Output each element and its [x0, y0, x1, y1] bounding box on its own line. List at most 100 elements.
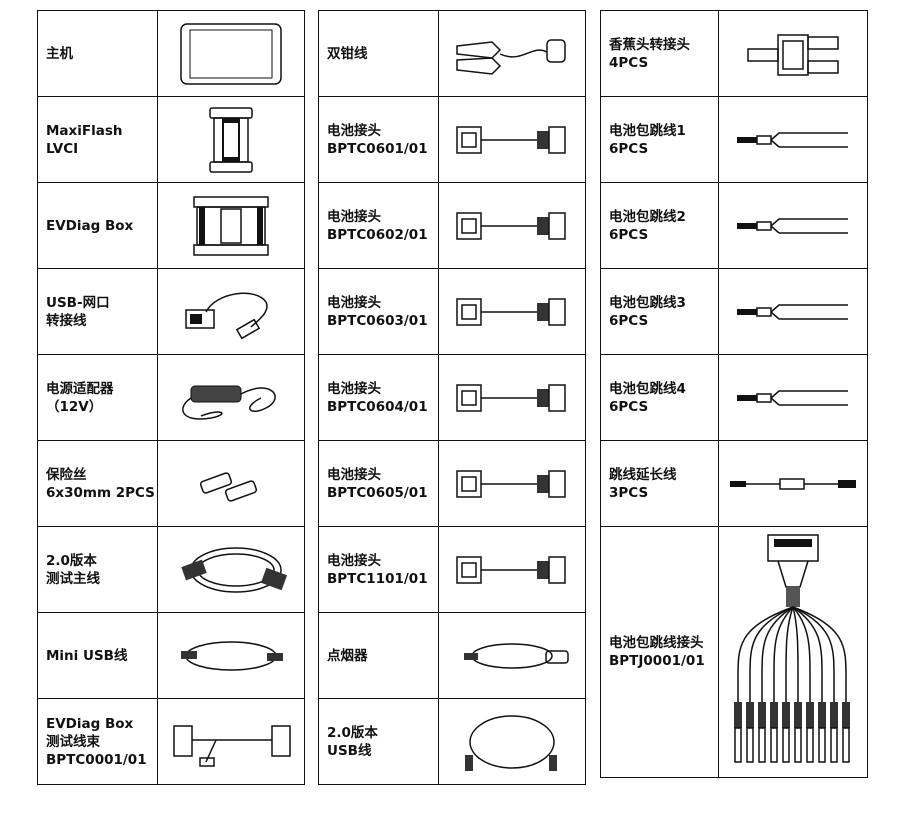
- item-label: 跳线延长线 3PCS: [600, 440, 719, 527]
- item-label: MaxiFlash LVCI: [37, 96, 158, 183]
- list-item: 电池包跳线1 6PCS: [600, 96, 868, 183]
- item-image: [438, 698, 586, 785]
- item-label: 香蕉头转接头 4PCS: [600, 10, 719, 97]
- jumper-wire-icon: [719, 297, 867, 327]
- banana-adapter-icon: [719, 29, 867, 79]
- item-label: 2.0版本 测试主线: [37, 526, 158, 613]
- list-item: 电池包跳线2 6PCS: [600, 182, 868, 269]
- usb-ethernet-adapter-icon: [158, 282, 304, 342]
- item-image: [157, 526, 305, 613]
- item-image: [438, 96, 586, 183]
- item-image: [438, 10, 586, 97]
- item-image: [438, 268, 586, 355]
- battery-connector-icon: [439, 115, 585, 165]
- tablet-icon: [158, 19, 304, 89]
- item-label: Mini USB线: [37, 612, 158, 699]
- item-image: [718, 268, 868, 355]
- obd-cable-icon: [158, 535, 304, 605]
- list-item: 跳线延长线 3PCS: [600, 440, 868, 527]
- list-item: 双钳线: [318, 10, 586, 97]
- item-label: 双钳线: [318, 10, 439, 97]
- battery-connector-icon: [439, 287, 585, 337]
- list-item: 点烟器: [318, 612, 586, 699]
- battery-connector-icon: [439, 545, 585, 595]
- list-item: 电池接头 BPTC0605/01: [318, 440, 586, 527]
- item-label: 电池包跳线接头 BPTJ0001/01: [600, 526, 719, 778]
- item-image: [438, 182, 586, 269]
- item-image: [157, 698, 305, 785]
- item-image: [157, 612, 305, 699]
- item-image: [157, 182, 305, 269]
- list-item: 电源适配器 （12V）: [37, 354, 305, 441]
- item-image: [718, 354, 868, 441]
- item-label: 电池接头 BPTC0604/01: [318, 354, 439, 441]
- item-label: 电池接头 BPTC0605/01: [318, 440, 439, 527]
- item-image: [157, 10, 305, 97]
- item-image: [157, 96, 305, 183]
- item-image: [438, 354, 586, 441]
- fuse-icon: [158, 459, 304, 509]
- item-label: 主机: [37, 10, 158, 97]
- lvci-device-icon: [158, 105, 304, 175]
- list-item: 电池接头 BPTC0601/01: [318, 96, 586, 183]
- item-image: [718, 440, 868, 527]
- item-image: [438, 526, 586, 613]
- item-label: 电池包跳线2 6PCS: [600, 182, 719, 269]
- battery-connector-icon: [439, 373, 585, 423]
- list-item: EVDiag Box 测试线束 BPTC0001/01: [37, 698, 305, 785]
- list-item: 电池包跳线接头 BPTJ0001/01: [600, 526, 868, 778]
- mini-usb-cable-icon: [158, 631, 304, 681]
- list-item: USB-网口 转接线: [37, 268, 305, 355]
- item-image: [718, 10, 868, 97]
- list-item: 2.0版本 测试主线: [37, 526, 305, 613]
- item-label: EVDiag Box 测试线束 BPTC0001/01: [37, 698, 158, 785]
- item-label: 电源适配器 （12V）: [37, 354, 158, 441]
- clamp-cable-icon: [439, 24, 585, 84]
- list-item: 电池接头 BPTC0603/01: [318, 268, 586, 355]
- jumper-wire-icon: [719, 383, 867, 413]
- list-item: Mini USB线: [37, 612, 305, 699]
- item-image: [438, 612, 586, 699]
- item-label: 电池包跳线3 6PCS: [600, 268, 719, 355]
- extension-wire-icon: [719, 472, 867, 496]
- usb-cable-icon: [439, 707, 585, 777]
- item-label: 电池包跳线4 6PCS: [600, 354, 719, 441]
- item-image: [157, 440, 305, 527]
- list-item: 2.0版本 USB线: [318, 698, 586, 785]
- item-image: [157, 268, 305, 355]
- list-item: 香蕉头转接头 4PCS: [600, 10, 868, 97]
- power-adapter-icon: [158, 368, 304, 428]
- item-image: [157, 354, 305, 441]
- cigarette-lighter-cable-icon: [439, 631, 585, 681]
- battery-connector-icon: [439, 201, 585, 251]
- item-label: 电池接头 BPTC0601/01: [318, 96, 439, 183]
- item-label: 保险丝 6x30mm 2PCS: [37, 440, 158, 527]
- list-item: 保险丝 6x30mm 2PCS: [37, 440, 305, 527]
- item-label: EVDiag Box: [37, 182, 158, 269]
- item-label: 电池接头 BPTC0603/01: [318, 268, 439, 355]
- list-item: MaxiFlash LVCI: [37, 96, 305, 183]
- item-image: [438, 440, 586, 527]
- list-item: 电池包跳线3 6PCS: [600, 268, 868, 355]
- item-image: [718, 96, 868, 183]
- item-label: USB-网口 转接线: [37, 268, 158, 355]
- list-item: 电池包跳线4 6PCS: [600, 354, 868, 441]
- item-label: 电池接头 BPTC0602/01: [318, 182, 439, 269]
- jumper-wire-icon: [719, 211, 867, 241]
- list-item: 电池接头 BPTC0602/01: [318, 182, 586, 269]
- list-item: EVDiag Box: [37, 182, 305, 269]
- item-label: 点烟器: [318, 612, 439, 699]
- list-item: 电池接头 BPTC1101/01: [318, 526, 586, 613]
- item-image: [718, 182, 868, 269]
- evdiag-box-icon: [158, 194, 304, 258]
- item-label: 2.0版本 USB线: [318, 698, 439, 785]
- list-item: 主机: [37, 10, 305, 97]
- db-harness-icon: [158, 712, 304, 772]
- item-label: 电池包跳线1 6PCS: [600, 96, 719, 183]
- item-label: 电池接头 BPTC1101/01: [318, 526, 439, 613]
- harness-connector-icon: [719, 527, 867, 777]
- battery-connector-icon: [439, 459, 585, 509]
